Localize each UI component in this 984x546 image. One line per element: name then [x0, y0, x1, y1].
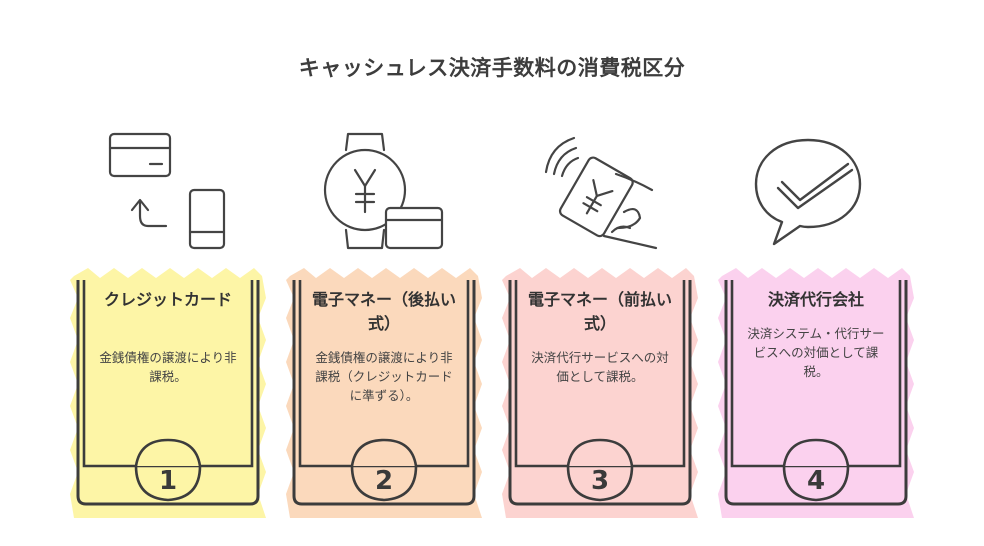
number-arc	[350, 438, 418, 467]
smartwatch-card-icon	[323, 132, 444, 250]
card-background	[718, 268, 914, 518]
step-card-1: クレジットカード 金銭債権の譲渡により非課税。 1	[70, 268, 266, 520]
step-number: 4	[806, 466, 826, 496]
card-description: 決済システム・代行サービスへの対価として課税。	[747, 326, 885, 379]
card-frame	[718, 268, 914, 518]
checkmark-speech-bubble-icon	[754, 138, 862, 246]
card-background	[70, 268, 266, 518]
card-title: 電子マネー（後払い式）	[312, 290, 457, 333]
card-title: 電子マネー（前払い式）	[528, 290, 673, 333]
card-description: 決済代行サービスへの対価として課税。	[531, 350, 669, 384]
step-number: 1	[158, 466, 178, 496]
card-background	[286, 268, 482, 518]
card-to-phone-icon	[108, 132, 226, 250]
step-card-4: 決済代行会社 決済システム・代行サービスへの対価として課税。 4	[718, 268, 914, 520]
diagram-title: キャッシュレス決済手数料の消費税区分	[298, 56, 686, 80]
step-number: 2	[374, 466, 394, 496]
contactless-card-icon	[544, 136, 658, 250]
card-frame	[70, 268, 266, 518]
number-arc	[782, 438, 850, 467]
card-frame	[286, 268, 482, 518]
step-number: 3	[590, 466, 610, 496]
card-title: クレジットカード	[103, 290, 232, 309]
card-title: 決済代行会社	[767, 290, 864, 309]
number-arc	[134, 438, 202, 467]
card-description: 金銭債権の譲渡により非課税。	[99, 350, 237, 384]
card-description: 金銭債権の譲渡により非課税（クレジットカードに準ずる）。	[315, 350, 453, 403]
step-card-3: 電子マネー（前払い式） 決済代行サービスへの対価として課税。 3	[502, 268, 698, 520]
step-card-2: 電子マネー（後払い式） 金銭債権の譲渡により非課税（クレジットカードに準ずる）。…	[286, 268, 482, 520]
card-background	[502, 268, 698, 518]
number-arc	[566, 438, 634, 467]
card-frame	[502, 268, 698, 518]
